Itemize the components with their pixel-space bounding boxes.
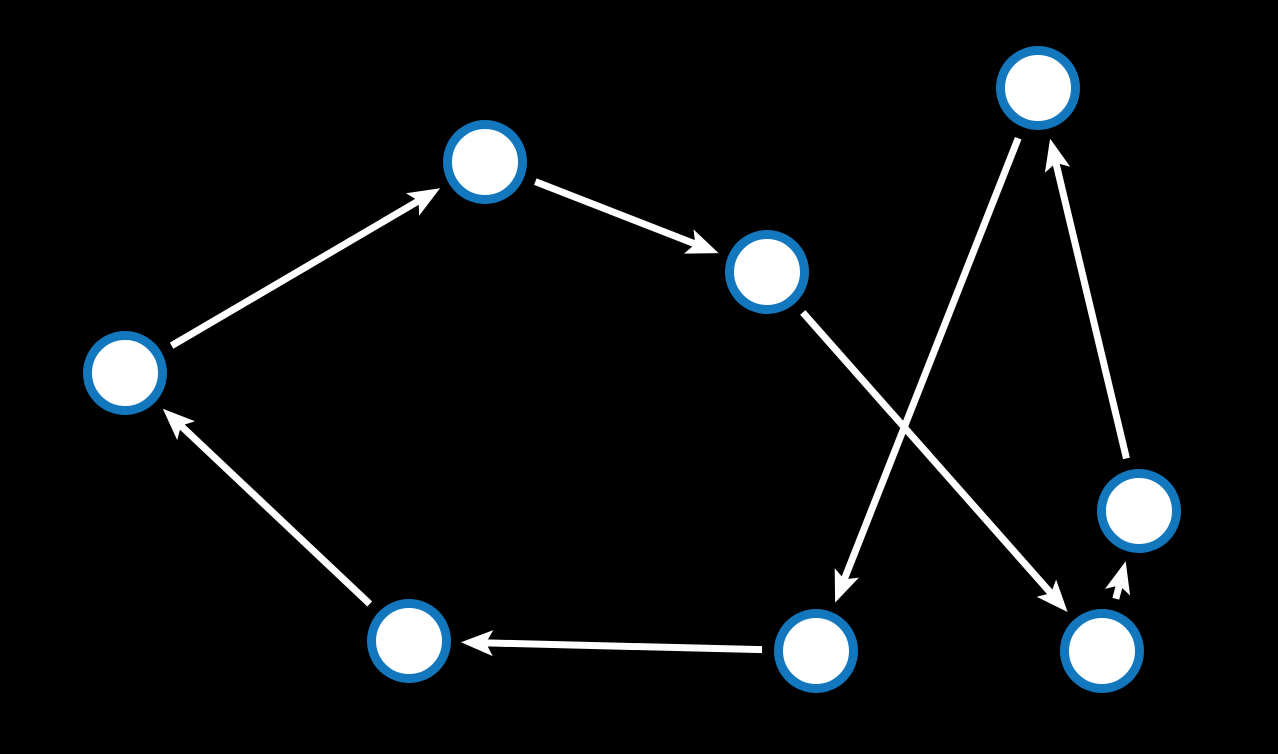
graph-node-bottom-middle (774, 609, 858, 693)
edge-shaft (1112, 584, 1123, 600)
arrowhead-icon (1044, 138, 1071, 173)
arrowhead-icon (834, 568, 859, 603)
arrowhead-icon (684, 229, 719, 254)
arrowhead-icon (162, 408, 195, 441)
graph-node-left (83, 331, 167, 415)
graph-edge-bottom-right-to-right (1105, 561, 1131, 600)
arrowhead-icon (406, 188, 441, 216)
graph-edge-middle-to-bottom-right (800, 310, 1068, 612)
graph-edge-top-mid-to-middle (534, 178, 719, 254)
edge-shaft (800, 310, 1054, 596)
edge-shaft (1052, 162, 1130, 460)
arrowhead-icon (1036, 579, 1068, 612)
edge-shaft (840, 136, 1022, 581)
edge-shaft (485, 639, 763, 654)
graph-edge-bottom-middle-to-bottom-left (461, 630, 763, 657)
graph-node-top-right (996, 46, 1080, 130)
graph-edge-left-to-top-mid (169, 188, 441, 349)
edge-shaft (534, 178, 697, 248)
arrowhead-icon (1105, 561, 1131, 596)
edge-shaft (169, 197, 421, 349)
graph-node-bottom-left (367, 599, 451, 683)
edge-shaft (178, 423, 373, 607)
arrowhead-icon (461, 630, 494, 657)
graph-edge-bottom-left-to-left (162, 408, 373, 607)
graph-edge-top-right-to-bottom-middle (834, 136, 1022, 603)
graph-edge-right-to-top-right (1044, 138, 1130, 460)
graph-node-bottom-right (1060, 609, 1144, 693)
graph-node-top-mid (443, 120, 527, 204)
graph-node-right (1097, 469, 1181, 553)
graph-node-middle (725, 230, 809, 314)
